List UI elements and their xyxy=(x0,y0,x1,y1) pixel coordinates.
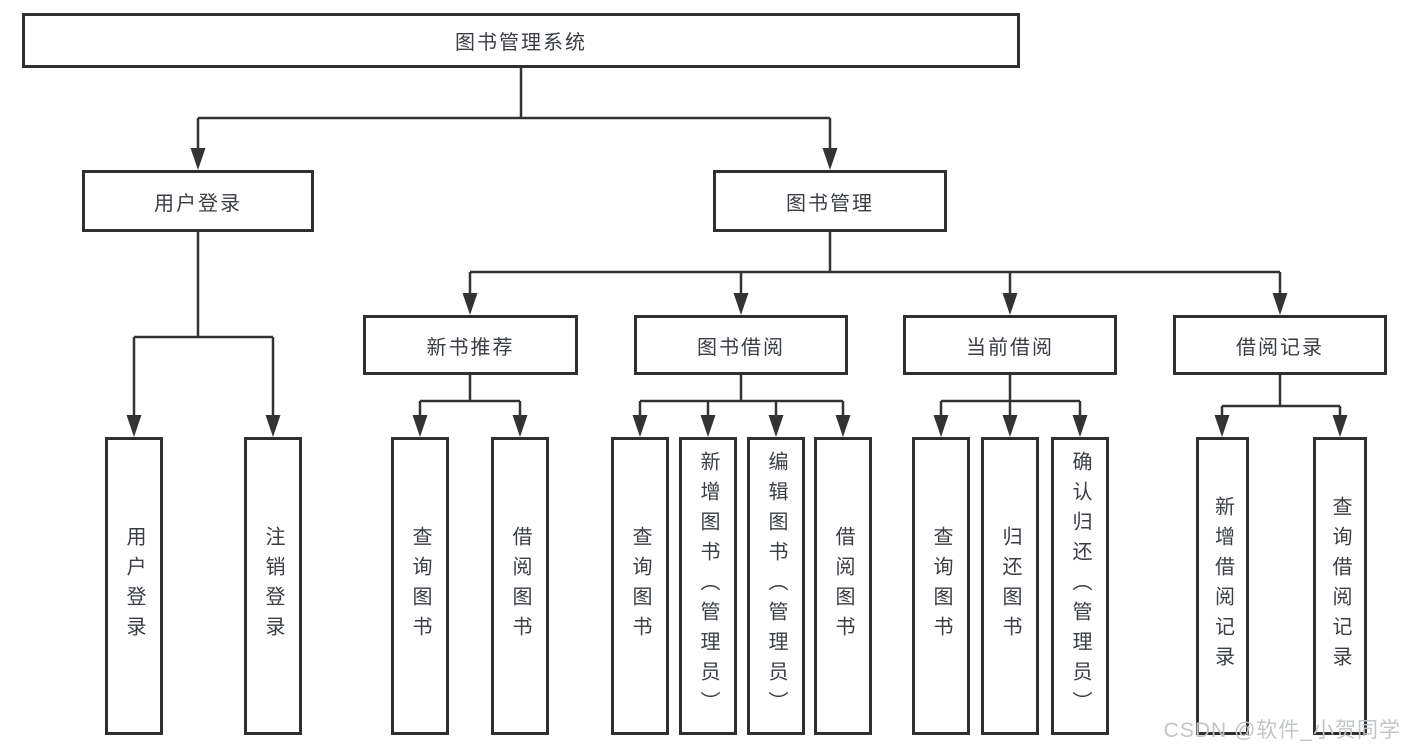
leaf-logout: 注销登录 xyxy=(244,437,302,735)
leaf-add-borrow-record: 新增借阅记录 xyxy=(1196,437,1249,735)
watermark: CSDN @软件_小贺同学 xyxy=(1163,719,1401,742)
leaf-borrow-books-recommend: 借阅图书 xyxy=(491,437,549,735)
leaf-confirm-return-admin: 确认归还（管理员） xyxy=(1051,437,1109,735)
leaf-return-books: 归还图书 xyxy=(981,437,1039,735)
leaf-query-borrow-record: 查询借阅记录 xyxy=(1313,437,1367,735)
leaf-add-books-admin: 新增图书（管理员） xyxy=(679,437,737,735)
node-new-book-recommendation: 新书推荐 xyxy=(363,315,578,375)
node-user-login-branch: 用户登录 xyxy=(82,170,314,232)
leaf-query-books-borrowing: 查询图书 xyxy=(611,437,669,735)
leaf-query-books-recommend: 查询图书 xyxy=(391,437,449,735)
node-book-management-branch: 图书管理 xyxy=(713,170,947,232)
leaf-user-login: 用户登录 xyxy=(105,437,163,735)
leaf-edit-books-admin: 编辑图书（管理员） xyxy=(747,437,805,735)
node-current-borrowing: 当前借阅 xyxy=(903,315,1117,375)
leaf-borrow-books: 借阅图书 xyxy=(814,437,872,735)
node-book-borrowing: 图书借阅 xyxy=(634,315,848,375)
node-borrowing-records: 借阅记录 xyxy=(1173,315,1387,375)
leaf-query-books-current: 查询图书 xyxy=(912,437,970,735)
node-book-management-system: 图书管理系统 xyxy=(22,13,1020,68)
